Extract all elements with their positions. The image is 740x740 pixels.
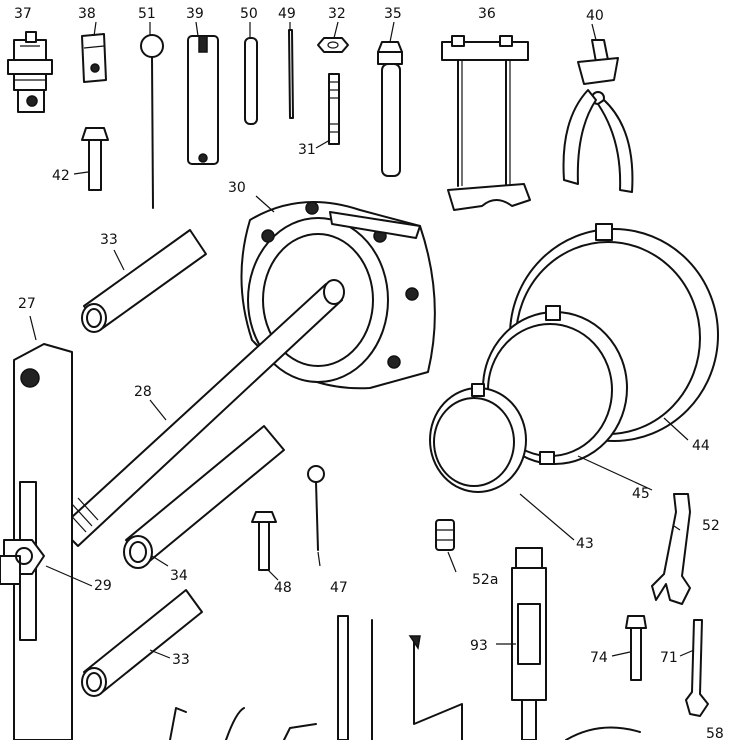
label-39: 39 [186, 6, 204, 22]
label-38: 38 [78, 6, 96, 22]
label-34: 34 [170, 568, 188, 584]
label-44: 44 [692, 438, 710, 454]
part-32-nut [317, 37, 349, 53]
label-35: 35 [384, 6, 402, 22]
part-49-thin-pin [288, 29, 294, 119]
part-labels: 37 38 51 39 50 49 32 35 36 40 42 31 30 3… [14, 6, 724, 740]
part-42-bolt [81, 127, 109, 191]
label-42: 42 [52, 168, 70, 184]
label-40: 40 [586, 8, 604, 24]
part-52a-fitting [435, 519, 455, 551]
label-27: 27 [18, 296, 36, 312]
part-37-valve-fitting [7, 31, 53, 113]
part-40-pliers [562, 39, 634, 193]
part-39-slotted-tube [187, 35, 219, 165]
misc-rods-bottom [169, 615, 641, 740]
label-49: 49 [278, 6, 296, 22]
part-33-tube-lower [81, 589, 203, 697]
part-29-spindle-nut [0, 539, 45, 585]
label-36: 36 [478, 6, 496, 22]
label-74: 74 [590, 650, 608, 666]
label-31: 31 [298, 142, 316, 158]
label-37: 37 [14, 6, 32, 22]
part-35-bolt [377, 41, 403, 177]
part-43-small-band [429, 383, 527, 493]
part-33-tube-upper [81, 229, 207, 333]
label-29: 29 [94, 578, 112, 594]
label-33-upper: 33 [100, 232, 118, 248]
label-45: 45 [632, 486, 650, 502]
label-71: 71 [660, 650, 678, 666]
label-93: 93 [470, 638, 488, 654]
part-71-wrench [685, 619, 709, 717]
label-43: 43 [576, 536, 594, 552]
part-47-ring-pin [307, 465, 325, 551]
label-52: 52 [702, 518, 720, 534]
part-48-bolt [251, 511, 277, 571]
leader-lines [29, 21, 695, 659]
label-33-lower: 33 [172, 652, 190, 668]
label-32: 32 [328, 6, 346, 22]
label-28: 28 [134, 384, 152, 400]
part-34-tube [123, 425, 285, 569]
label-30: 30 [228, 180, 246, 196]
part-36-puller-frame [441, 35, 531, 211]
label-50: 50 [240, 6, 258, 22]
part-52-wrench [651, 493, 691, 605]
part-38-clamp-block [81, 33, 107, 83]
part-50-pin [244, 37, 258, 125]
label-58: 58 [706, 726, 724, 740]
label-52a: 52a [472, 572, 498, 588]
part-74-bolt [625, 615, 647, 681]
part-93-turnbuckle [511, 547, 547, 740]
part-51-ring-pin [140, 34, 164, 209]
label-51: 51 [138, 6, 156, 22]
label-47: 47 [330, 580, 348, 596]
part-31-threaded-stud [328, 73, 340, 145]
label-48: 48 [274, 580, 292, 596]
